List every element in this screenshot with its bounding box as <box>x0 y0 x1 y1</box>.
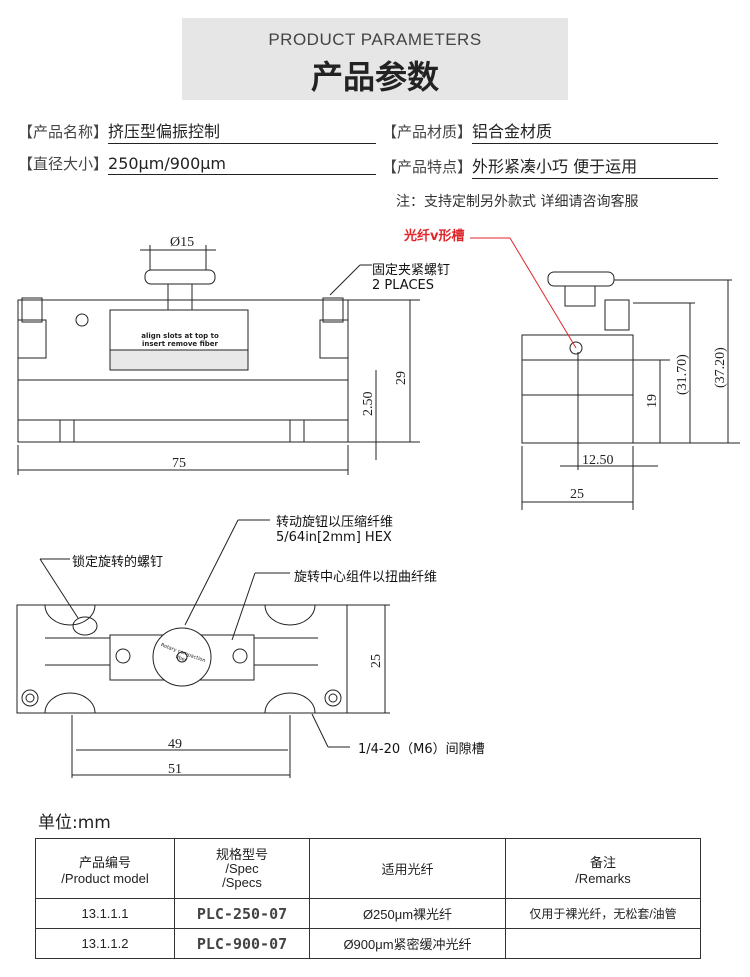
top-body <box>16 604 348 714</box>
unit-label: 单位:mm <box>38 813 111 833</box>
param-value: 铝合金材质 <box>472 118 719 144</box>
param-label: 【直径大小】 <box>18 155 109 173</box>
cell-spec: PLC-250-07 <box>174 898 310 929</box>
dim-dia: Ø15 <box>170 235 194 250</box>
v-groove-label: 光纤v形槽 <box>404 229 465 244</box>
cell-remarks <box>505 928 701 959</box>
screw-places: 2 PLACES <box>372 278 434 293</box>
dim-51: 51 <box>168 762 182 777</box>
slot-label: 1/4-20（M6）间隙槽 <box>358 742 485 757</box>
custom-note: 注：支持定制另外款式 详细请咨询客服 <box>396 194 639 210</box>
dim-49: 49 <box>168 737 182 752</box>
spec-table: 产品编号/Product model 规格型号/Spec/Specs 适用光纤 … <box>35 838 701 959</box>
param-value: 挤压型偏振控制 <box>108 118 377 144</box>
front-body <box>17 299 349 443</box>
title-cn: 产品参数 <box>310 58 439 96</box>
param-value: 250μm/900μm <box>108 154 377 175</box>
header-text: 备注 <box>589 854 616 870</box>
cell-spec: PLC-900-07 <box>174 928 310 959</box>
screw-label: 固定夹紧螺钉 <box>372 263 451 278</box>
dim-75: 75 <box>172 456 186 471</box>
title-en: PRODUCT PARAMETERS <box>268 30 482 49</box>
header-fiber: 适用光纤 <box>309 838 506 899</box>
knob <box>144 269 216 285</box>
front-view-drawing: Ø15 75 29 2.50 <box>17 235 420 475</box>
param-material: 【产品材质】铝合金材质 <box>382 118 719 144</box>
rotary-knob <box>152 627 212 687</box>
plate-text: insert remove fiber <box>142 340 218 348</box>
title-banner <box>182 18 568 100</box>
dim-2-50: 2.50 <box>361 392 376 417</box>
header-model: 产品编号/Product model <box>35 838 175 899</box>
table-header-row: 产品编号/Product model 规格型号/Spec/Specs 适用光纤 … <box>35 838 701 899</box>
dim-19: 19 <box>645 394 660 408</box>
dim-25: 25 <box>570 487 584 502</box>
dim-12-50: 12.50 <box>582 453 614 468</box>
top-view-drawing: 49 51 25 <box>16 519 390 778</box>
plate-engraving: align slots at top to insert remove fibe… <box>116 332 244 348</box>
rotate-center-label: 旋转中心组件以扭曲纤维 <box>294 570 438 585</box>
header-text: 产品编号 <box>78 854 131 870</box>
cell-remarks: 仅用于裸光纤，无松套/油管 <box>505 898 701 929</box>
hex-label: 5/64in[2mm] HEX <box>276 530 392 545</box>
header-text: /Product model <box>61 870 149 886</box>
dim-31-70: (31.70) <box>675 354 690 395</box>
header-remarks: 备注/Remarks <box>505 838 701 899</box>
header-spec: 规格型号/Spec/Specs <box>174 838 310 899</box>
cell-model: 13.1.1.2 <box>35 928 175 959</box>
dim-37-20: (37.20) <box>713 347 728 388</box>
header-text: 规格型号 <box>215 846 268 862</box>
dim-29: 29 <box>394 371 409 385</box>
table-row: 13.1.1.2 PLC-900-07 Ø900μm紧密缓冲光纤 <box>35 928 701 959</box>
header-text: /Remarks <box>575 870 631 886</box>
plate-text: align slots at top to <box>141 332 219 340</box>
cell-fiber: Ø250μm裸光纤 <box>309 898 506 929</box>
header-text: /Specs <box>222 874 262 890</box>
param-label: 【产品名称】 <box>18 123 109 141</box>
side-view-drawing: 12.50 25 19 (31.70) (37.20) <box>470 237 740 510</box>
param-diameter: 【直径大小】250μm/900μm <box>18 153 377 175</box>
param-name: 【产品名称】挤压型偏振控制 <box>18 118 377 144</box>
param-value: 外形紧凑小巧 便于运用 <box>472 153 719 179</box>
lock-screw-label: 锁定旋转的螺钉 <box>72 555 164 570</box>
param-feature: 【产品特点】外形紧凑小巧 便于运用 <box>382 153 719 179</box>
header-text: /Spec <box>225 860 259 876</box>
table-row: 13.1.1.1 PLC-250-07 Ø250μm裸光纤 仅用于裸光纤，无松套… <box>35 898 701 929</box>
knob-label: 转动旋钮以压缩纤维 <box>276 515 394 530</box>
cell-fiber: Ø900μm紧密缓冲光纤 <box>309 928 506 959</box>
cell-model: 13.1.1.1 <box>35 898 175 929</box>
dim-25: 25 <box>369 654 384 668</box>
param-label: 【产品材质】 <box>382 123 473 141</box>
param-label: 【产品特点】 <box>382 158 473 176</box>
